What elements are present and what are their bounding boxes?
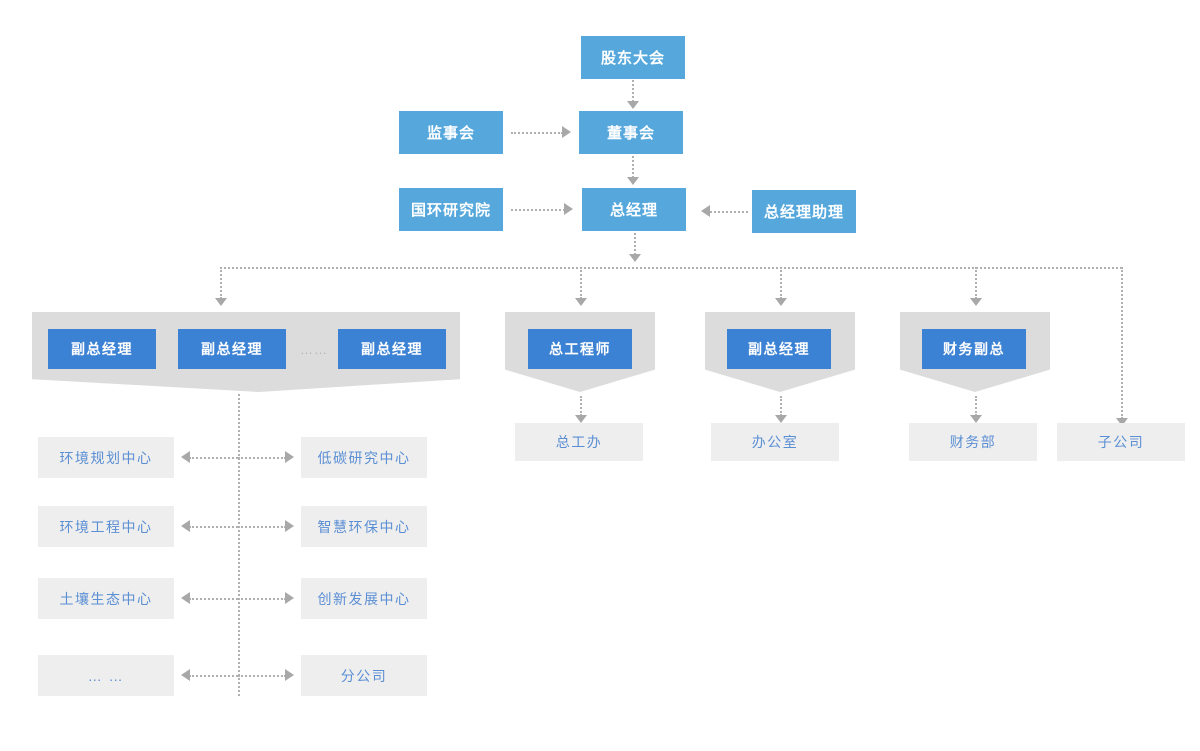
node-gm-assistant[interactable]: 总经理助理 — [752, 190, 856, 233]
arrow-dept-row-3-right — [285, 592, 294, 604]
node-dept-left-2[interactable]: 环境工程中心 — [38, 506, 174, 547]
node-dept-right-4[interactable]: 分公司 — [301, 655, 427, 696]
arrow-to-cfo — [970, 298, 982, 306]
connector-assistant-to-gm — [710, 211, 748, 213]
connector-chief-engineer-to-office — [580, 396, 582, 416]
arrow-dept-row-4-right — [285, 669, 294, 681]
arrow-dept-row-1-right — [285, 451, 294, 463]
arrow-gm-down — [629, 254, 641, 262]
arrow-dept-row-4-left — [181, 669, 190, 681]
node-general-manager[interactable]: 总经理 — [582, 188, 686, 231]
connector-dept-row-3-right — [238, 598, 286, 600]
droplink-to-chief-engineer — [580, 267, 582, 299]
arrow-to-vice-gm-office — [775, 298, 787, 306]
arrow-dept-row-1-left — [181, 451, 190, 463]
node-chief-engineer[interactable]: 总工程师 — [528, 329, 632, 369]
connector-dept-row-2-right — [238, 526, 286, 528]
node-board-of-supervisors[interactable]: 监事会 — [399, 111, 503, 154]
arrow-dept-row-2-left — [181, 520, 190, 532]
node-dept-right-3[interactable]: 创新发展中心 — [301, 578, 427, 619]
node-dept-left-1[interactable]: 环境规划中心 — [38, 437, 174, 478]
node-dept-right-2[interactable]: 智慧环保中心 — [301, 506, 427, 547]
arrow-chief-engineer-to-office — [575, 415, 587, 423]
arrow-board-to-gm — [627, 177, 639, 185]
node-board-of-directors[interactable]: 董事会 — [579, 111, 683, 154]
node-dept-right-1[interactable]: 低碳研究中心 — [301, 437, 427, 478]
arrow-shareholders-to-board — [627, 101, 639, 109]
vice-gm-group-spine — [238, 394, 240, 696]
distribution-bus — [220, 267, 1122, 269]
node-vice-gm-office[interactable]: 副总经理 — [727, 329, 831, 369]
connector-vice-gm-office-to-dept — [780, 396, 782, 416]
connector-dept-row-2-left — [189, 526, 238, 528]
arrow-cfo-to-finance — [970, 415, 982, 423]
arrow-dept-row-2-right — [285, 520, 294, 532]
node-finance-department[interactable]: 财务部 — [909, 423, 1037, 461]
arrow-supervisors-to-board — [562, 126, 571, 138]
connector-institute-to-gm — [511, 209, 565, 211]
connector-dept-row-3-left — [189, 598, 238, 600]
connector-shareholders-to-board — [632, 80, 634, 102]
node-research-institute[interactable]: 国环研究院 — [399, 188, 503, 231]
arrow-to-chief-engineer — [575, 298, 587, 306]
arrow-to-subsidiary — [1116, 418, 1128, 426]
node-admin-office[interactable]: 办公室 — [711, 423, 839, 461]
node-subsidiary[interactable]: 子公司 — [1057, 423, 1185, 461]
droplink-to-vice-gm-office — [780, 267, 782, 299]
droplink-to-vice-gm-group — [220, 267, 222, 299]
node-shareholders-meeting[interactable]: 股东大会 — [581, 36, 685, 79]
connector-supervisors-to-board — [511, 132, 563, 134]
connector-dept-row-4-right — [238, 675, 286, 677]
node-vice-gm-1[interactable]: 副总经理 — [48, 329, 156, 369]
node-dept-left-4[interactable]: … … — [38, 655, 174, 696]
connector-dept-row-1-left — [189, 457, 238, 459]
arrow-institute-to-gm — [564, 203, 573, 215]
connector-gm-to-bus — [634, 233, 636, 255]
connector-dept-row-4-left — [189, 675, 238, 677]
arrow-dept-row-3-left — [181, 592, 190, 604]
node-vice-gm-3[interactable]: 副总经理 — [338, 329, 446, 369]
connector-board-to-gm — [632, 156, 634, 178]
droplink-to-cfo — [975, 267, 977, 299]
arrow-to-vice-gm-group — [215, 298, 227, 306]
connector-cfo-to-finance — [975, 396, 977, 416]
node-chief-engineer-office[interactable]: 总工办 — [515, 423, 643, 461]
node-dept-left-3[interactable]: 土壤生态中心 — [38, 578, 174, 619]
node-cfo[interactable]: 财务副总 — [922, 329, 1026, 369]
vice-gm-ellipsis: …… — [300, 341, 328, 357]
arrow-vice-gm-office-to-dept — [775, 415, 787, 423]
node-vice-gm-2[interactable]: 副总经理 — [178, 329, 286, 369]
arrow-assistant-to-gm — [701, 205, 710, 217]
droplink-to-subsidiary — [1121, 267, 1123, 419]
connector-dept-row-1-right — [238, 457, 286, 459]
